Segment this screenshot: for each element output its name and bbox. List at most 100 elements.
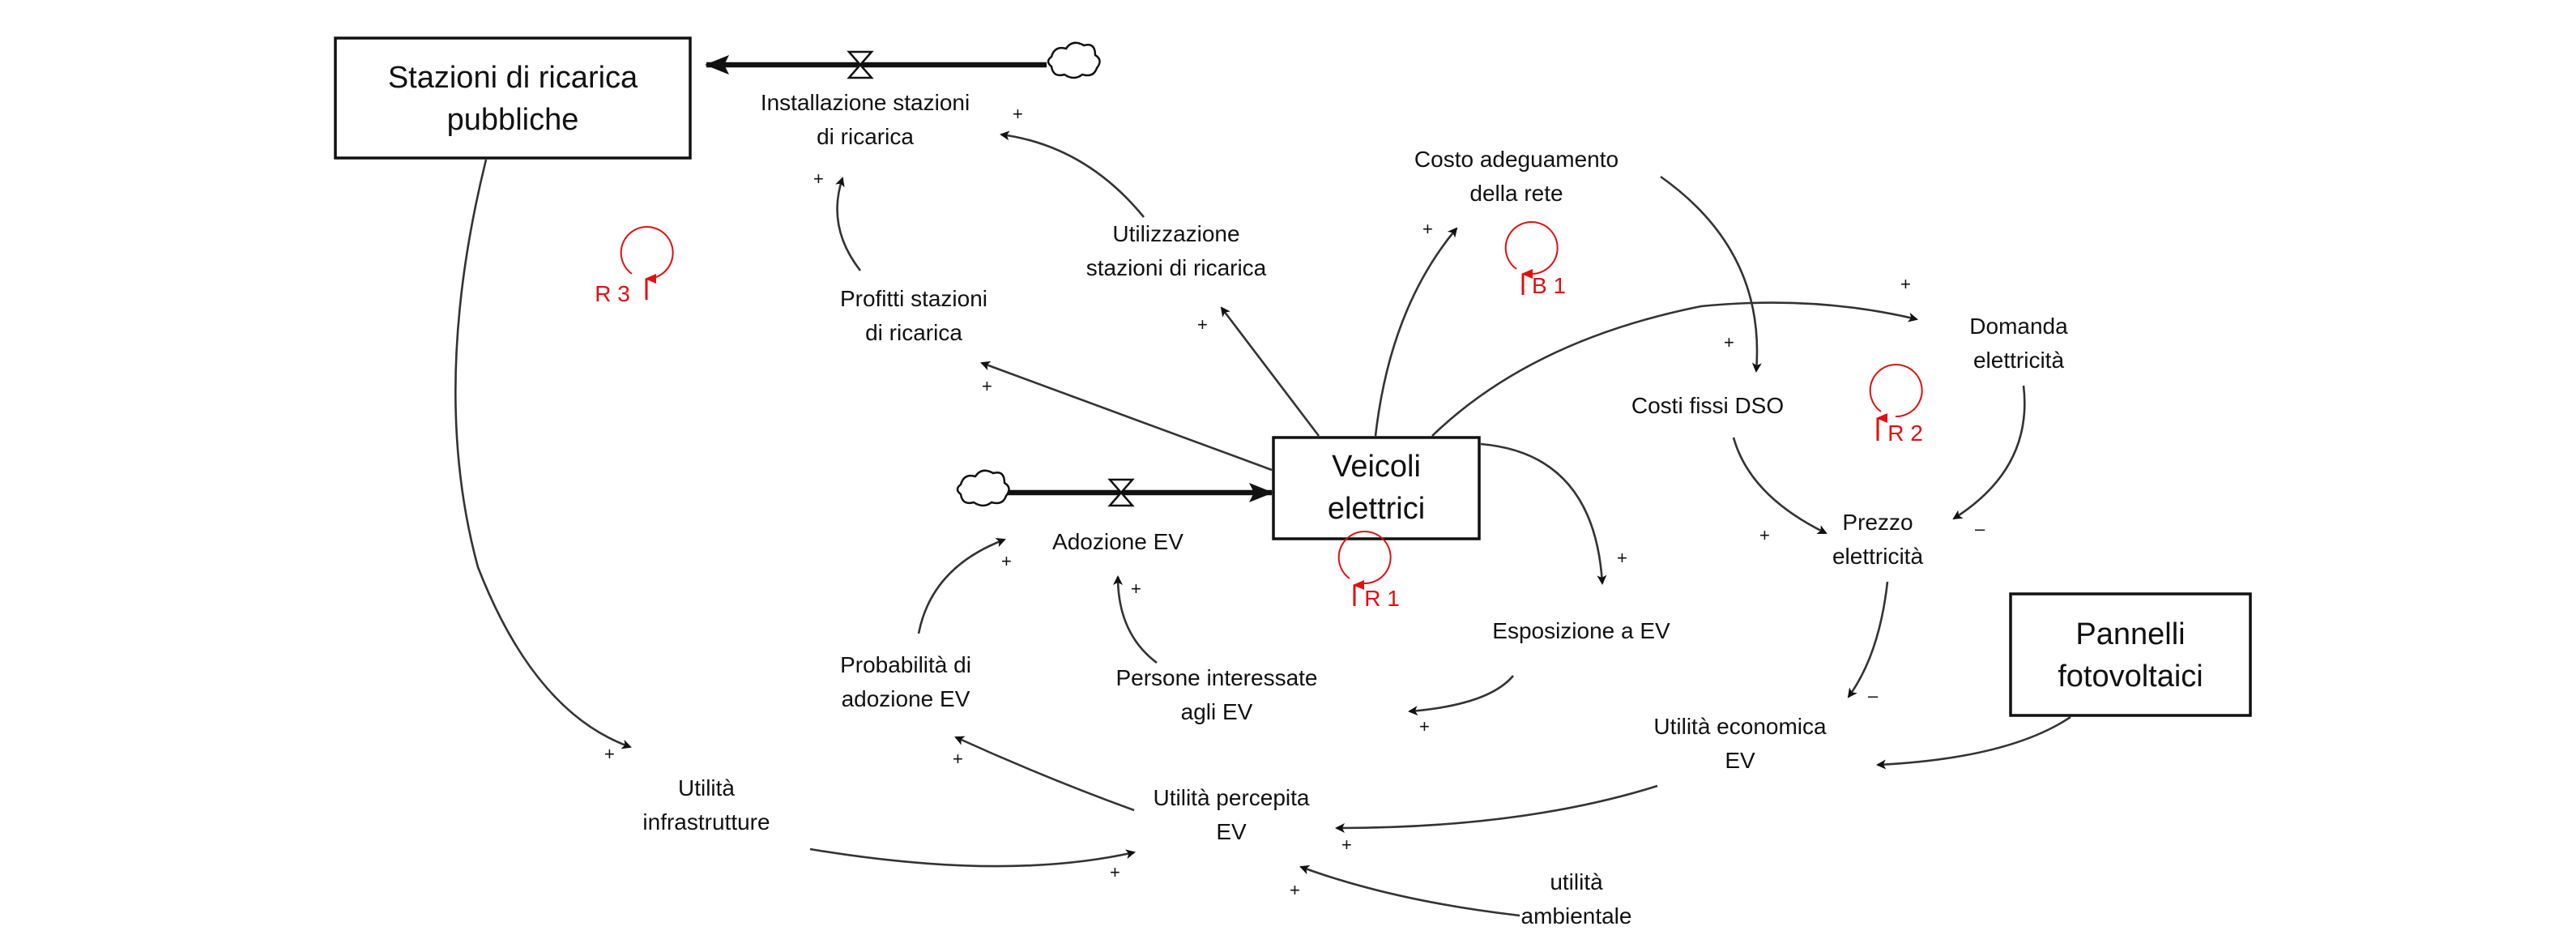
- var-utilita-infrastrutture-line-2: infrastrutture: [642, 809, 770, 835]
- link-infrastrutture-percepita: [809, 847, 1136, 868]
- polarity-plus: +: [1197, 314, 1208, 335]
- var-esposizione-line-1: Esposizione a EV: [1492, 618, 1670, 643]
- var-persone[interactable]: Persone interessate agli EV: [1115, 665, 1317, 724]
- var-profitti-line-2: di ricarica: [865, 320, 962, 345]
- var-esposizione[interactable]: Esposizione a EV: [1492, 618, 1670, 643]
- var-utilita-ambientale-line-1: utilità: [1550, 869, 1603, 894]
- var-adozione-line-1: Adozione EV: [1052, 529, 1184, 554]
- var-utilizzazione-line-2: stazioni di ricarica: [1086, 255, 1267, 280]
- polarity-plus: +: [604, 744, 615, 764]
- var-domanda-line-2: elettricità: [1973, 348, 2064, 373]
- var-profitti[interactable]: Profitti stazioni di ricarica: [840, 286, 987, 345]
- polarity-plus: +: [813, 169, 824, 189]
- link-utilizzazione-installazione: [1000, 130, 1145, 218]
- stock-stazioni-ricarica[interactable]: Stazioni di ricarica pubbliche: [334, 36, 692, 160]
- link-veicoli-costo: [1374, 227, 1458, 437]
- var-costi-fissi[interactable]: Costi fissi DSO: [1631, 393, 1784, 418]
- loop-b1[interactable]: B 1: [1504, 221, 1566, 298]
- loop-arc-icon: [1504, 221, 1559, 275]
- link-veicoli-esposizione: [1480, 442, 1607, 585]
- var-utilita-percepita[interactable]: Utilità percepita EV: [1154, 785, 1310, 844]
- stock-veicoli-elettrici[interactable]: Veicoli elettrici: [1272, 436, 1481, 540]
- link-costo-costifissi: [1660, 175, 1762, 373]
- loop-b1-label: B 1: [1532, 273, 1566, 298]
- polarity-plus: +: [1419, 716, 1430, 736]
- stock-veicoli-line-1: Veicoli: [1332, 450, 1421, 484]
- var-utilita-infrastrutture[interactable]: Utilità infrastrutture: [642, 775, 770, 835]
- link-costifissi-prezzo: [1732, 437, 1828, 535]
- link-pannelli-utilitaeconomica: [1876, 715, 2071, 770]
- loop-r1[interactable]: R 1: [1337, 531, 1400, 611]
- var-utilita-economica-line-2: EV: [1725, 748, 1755, 773]
- link-percepita-probabilita: [954, 736, 1135, 812]
- stock-stazioni-line-2: pubbliche: [447, 103, 579, 137]
- loop-arc-icon: [620, 226, 674, 280]
- var-installazione-line-2: di ricarica: [817, 124, 914, 149]
- polarity-plus: +: [1759, 525, 1770, 545]
- link-ambientale-percepita: [1299, 864, 1520, 917]
- var-domanda-line-1: Domanda: [1969, 314, 2068, 339]
- var-persone-line-1: Persone interessate: [1115, 665, 1317, 690]
- var-prezzo-line-1: Prezzo: [1842, 510, 1913, 535]
- polarity-plus: +: [1001, 551, 1012, 571]
- var-costo-line-2: della rete: [1469, 181, 1563, 206]
- loop-r1-label: R 1: [1364, 586, 1400, 611]
- var-utilita-percepita-line-1: Utilità percepita: [1154, 785, 1310, 810]
- polarity-plus: +: [1724, 332, 1734, 352]
- stock-stazioni-line-1: Stazioni di ricarica: [388, 61, 638, 95]
- polarity-plus: +: [1422, 219, 1433, 239]
- var-utilita-economica-line-1: Utilità economica: [1653, 714, 1827, 739]
- stock-pannelli-line-2: fotovoltaici: [2058, 660, 2203, 694]
- var-utilita-ambientale-line-2: ambientale: [1521, 903, 1632, 929]
- link-veicoli-utilizzazione: [1220, 306, 1320, 437]
- stock-pannelli-fotovoltaici[interactable]: Pannelli fotovoltaici: [2009, 592, 2252, 717]
- polarity-plus: +: [1900, 274, 1911, 294]
- loop-r3[interactable]: R 3: [595, 226, 674, 306]
- var-costi-fissi-line-1: Costi fissi DSO: [1631, 393, 1784, 418]
- var-costo-line-1: Costo adeguamento: [1414, 147, 1619, 172]
- var-utilita-economica[interactable]: Utilità economica EV: [1653, 714, 1827, 773]
- loop-r3-label: R 3: [595, 281, 630, 306]
- var-utilita-ambientale[interactable]: utilità ambientale: [1521, 869, 1632, 929]
- var-prezzo[interactable]: Prezzo elettricità: [1832, 510, 1923, 569]
- loop-arc-icon: [1869, 364, 1923, 418]
- polarity-signs: + + + + + + + + + + + + + + + + + – –: [604, 104, 1985, 900]
- cloud-icon: [956, 469, 1010, 507]
- valve-icon: [1107, 478, 1135, 507]
- causal-links: [454, 130, 2071, 917]
- link-stazioni-infrastrutture: [454, 159, 632, 749]
- polarity-plus: +: [1013, 104, 1023, 124]
- var-utilita-infrastrutture-line-1: Utilità: [678, 775, 735, 800]
- link-utilitaeconomica-percepita: [1335, 784, 1658, 833]
- polarity-minus: –: [1868, 685, 1879, 706]
- loop-r2-label: R 2: [1887, 421, 1923, 446]
- var-installazione[interactable]: Installazione stazioni di ricarica: [761, 90, 970, 149]
- link-veicoli-profitti: [980, 361, 1273, 472]
- var-utilizzazione-line-1: Utilizzazione: [1112, 221, 1239, 246]
- var-prezzo-line-2: elettricità: [1832, 544, 1923, 569]
- polarity-plus: +: [1617, 548, 1627, 568]
- var-domanda[interactable]: Domanda elettricità: [1969, 314, 2068, 373]
- link-profitti-installazione: [835, 177, 862, 271]
- var-persone-line-2: agli EV: [1181, 699, 1253, 724]
- stock-veicoli-line-2: elettrici: [1328, 492, 1425, 526]
- var-probabilita-line-1: Probabilità di: [840, 652, 971, 677]
- var-installazione-line-1: Installazione stazioni: [761, 90, 970, 115]
- var-utilizzazione[interactable]: Utilizzazione stazioni di ricarica: [1086, 221, 1267, 280]
- var-profitti-line-1: Profitti stazioni: [840, 286, 987, 311]
- polarity-plus: +: [1290, 880, 1300, 900]
- var-probabilita-line-2: adozione EV: [842, 686, 970, 711]
- valve-icon: [847, 50, 874, 79]
- loop-arc-icon: [1337, 531, 1392, 585]
- var-probabilita[interactable]: Probabilità di adozione EV: [840, 652, 971, 711]
- link-domanda-prezzo: [1952, 385, 2026, 520]
- link-probabilita-adozione: [917, 537, 1006, 634]
- polarity-plus: +: [982, 376, 992, 396]
- loop-r2[interactable]: R 2: [1869, 364, 1923, 446]
- polarity-plus: +: [953, 749, 963, 769]
- var-adozione[interactable]: Adozione EV: [1052, 529, 1184, 554]
- polarity-plus: +: [1110, 862, 1120, 882]
- var-costo-adeguamento[interactable]: Costo adeguamento della rete: [1414, 147, 1619, 206]
- link-esposizione-persone: [1408, 675, 1514, 716]
